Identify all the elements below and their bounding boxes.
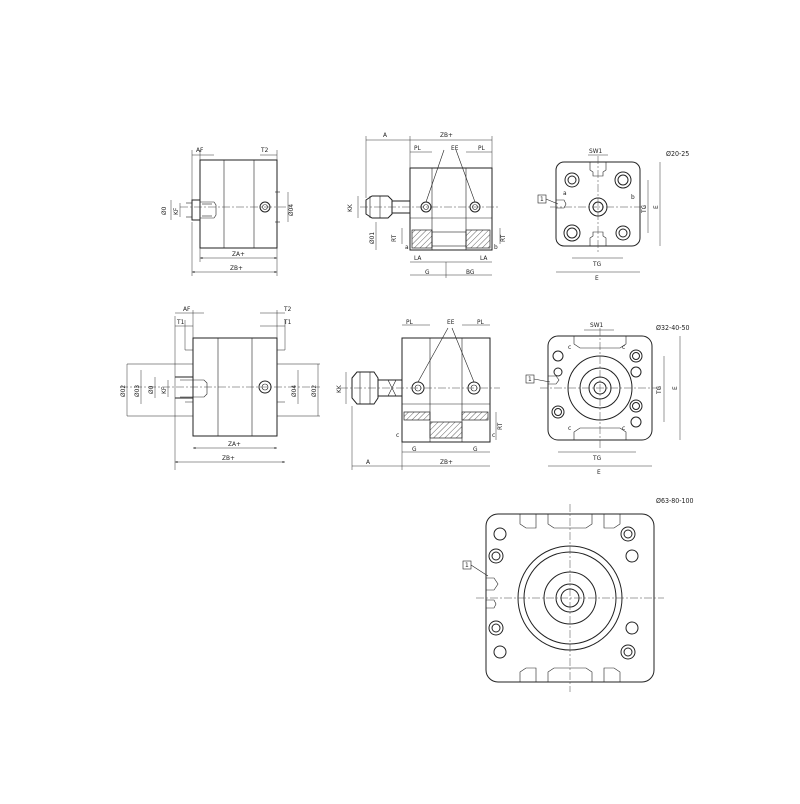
medium-label-G-left: G bbox=[412, 445, 417, 453]
label-BG: BG bbox=[466, 268, 475, 276]
medium-label-c-2: c bbox=[622, 343, 625, 351]
label-EE: EE bbox=[451, 144, 459, 152]
title-small: Ø20-25 bbox=[666, 150, 689, 158]
medium-label-AF: AF bbox=[183, 305, 191, 313]
title-large: Ø63-80-100 bbox=[656, 497, 694, 505]
label-G: G bbox=[425, 268, 430, 276]
label-LA-right: LA bbox=[480, 254, 487, 262]
medium-label-TG-vert: TG bbox=[655, 385, 663, 395]
label-KK: KK bbox=[346, 204, 354, 212]
medium-label-c-right: c bbox=[492, 431, 495, 439]
label-RT-left: RT bbox=[390, 234, 398, 242]
small-callout: 1 bbox=[540, 195, 544, 203]
medium-label-T1: T1 bbox=[176, 318, 185, 326]
medium-rod-nut bbox=[351, 371, 379, 405]
medium-label-KK: KK bbox=[335, 385, 343, 393]
label-KF: KF bbox=[172, 207, 180, 215]
label-ZB: ZB+ bbox=[230, 264, 243, 272]
small-label-b: b bbox=[631, 193, 635, 201]
label-D4: Ø04 bbox=[287, 204, 295, 216]
medium-label-T1-right: T1 bbox=[283, 318, 292, 326]
medium-label-D2: Ø02 bbox=[119, 385, 127, 397]
medium-label-D3: Ø03 bbox=[133, 385, 141, 397]
small-side-view: AF T2 ZA+ ZB+ Ø0 KF Ø04 bbox=[160, 146, 295, 276]
medium-label-TG: TG bbox=[592, 454, 602, 462]
medium-label-D: Ø0 bbox=[147, 385, 155, 394]
small-section-view: A ZB+ PL EE PL KK Ø01 RT RT a b LA LA G … bbox=[346, 131, 507, 278]
small-label-a: a bbox=[563, 189, 567, 197]
medium-label-c-1: c bbox=[568, 343, 571, 351]
medium-callout: 1 bbox=[528, 375, 532, 383]
medium-label-c-left: c bbox=[396, 431, 399, 439]
large-callout: 1 bbox=[465, 561, 469, 569]
label-A: A bbox=[383, 131, 387, 139]
medium-label-c-4: c bbox=[622, 424, 625, 432]
small-label-TG-vert: TG bbox=[640, 204, 648, 214]
small-front-view: 1 a b SW1 TG E TG E Ø20-25 bbox=[537, 147, 689, 282]
medium-side-view: AF T1 T2 T1 ZA+ ZB+ Ø02 Ø03 Ø0 KF Ø04 Ø0… bbox=[119, 305, 320, 470]
label-PL-left: PL bbox=[414, 144, 422, 152]
label-ZA: ZA+ bbox=[232, 250, 245, 258]
medium-label-PL-right: PL bbox=[477, 318, 485, 326]
title-medium: Ø32-40-50 bbox=[656, 324, 690, 332]
medium-label-G-right: G bbox=[473, 445, 478, 453]
label-AF: AF bbox=[196, 146, 204, 154]
medium-label-ZB-bottom: ZB+ bbox=[440, 458, 453, 466]
medium-label-KF: KF bbox=[160, 386, 168, 394]
medium-label-E: E bbox=[597, 468, 601, 476]
medium-label-E-vert: E bbox=[671, 386, 679, 390]
medium-label-D4: Ø04 bbox=[290, 385, 298, 397]
medium-section-view: PL EE PL KK c c RT G G A ZB+ bbox=[335, 318, 504, 470]
medium-label-T2: T2 bbox=[283, 305, 292, 313]
label-D1: Ø01 bbox=[368, 232, 376, 244]
small-label-SW1: SW1 bbox=[589, 147, 602, 155]
medium-label-RT: RT bbox=[496, 422, 504, 430]
medium-label-A: A bbox=[366, 458, 370, 466]
small-label-E-vert: E bbox=[652, 205, 660, 209]
small-side-rod bbox=[191, 199, 201, 221]
medium-label-ZB: ZB+ bbox=[222, 454, 235, 462]
label-PL-right: PL bbox=[478, 144, 486, 152]
label-RT-right: RT bbox=[499, 234, 507, 242]
medium-label-SW1: SW1 bbox=[590, 321, 603, 329]
label-D: Ø0 bbox=[160, 206, 168, 215]
label-ZB-top: ZB+ bbox=[440, 131, 453, 139]
medium-front-view: 1 c c c c SW1 TG E TG E Ø32-40-50 bbox=[525, 321, 690, 476]
label-a: a bbox=[405, 243, 409, 251]
medium-label-ZA: ZA+ bbox=[228, 440, 241, 448]
label-T2: T2 bbox=[260, 146, 269, 154]
small-label-TG: TG bbox=[592, 260, 602, 268]
medium-label-EE: EE bbox=[447, 318, 455, 326]
label-LA-left: LA bbox=[414, 254, 421, 262]
medium-label-D2-right: Ø02 bbox=[310, 385, 318, 397]
medium-label-c-3: c bbox=[568, 424, 571, 432]
small-rod-nut bbox=[365, 195, 393, 219]
large-front-view: 1 Ø63-80-100 bbox=[462, 497, 694, 692]
label-b: b bbox=[494, 243, 498, 251]
small-label-E: E bbox=[595, 274, 599, 282]
medium-label-PL-left: PL bbox=[406, 318, 414, 326]
